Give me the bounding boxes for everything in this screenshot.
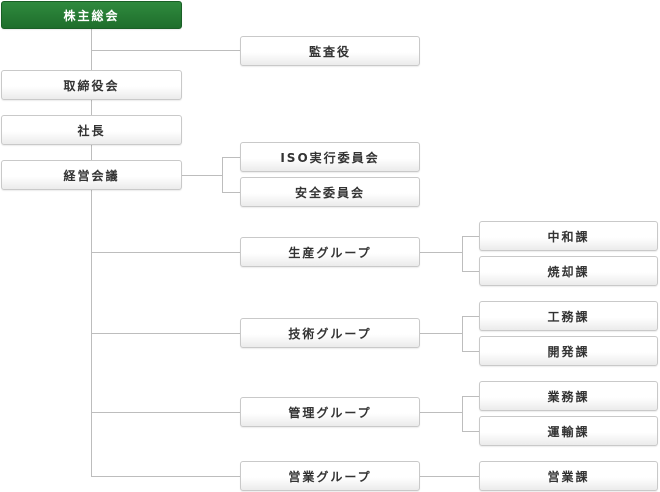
connector-line xyxy=(91,476,240,477)
node-sales-group: 営業グループ xyxy=(240,461,420,491)
connector-line xyxy=(222,192,240,193)
connector-line xyxy=(91,100,92,115)
node-neutralization: 中和課 xyxy=(479,221,658,251)
connector-line xyxy=(222,157,223,193)
connector-line xyxy=(91,50,240,51)
connector-line xyxy=(91,145,92,160)
node-technology-group: 技術グループ xyxy=(240,318,420,348)
connector-line xyxy=(420,476,479,477)
connector-line xyxy=(420,412,462,413)
connector-line xyxy=(420,333,462,334)
node-incineration: 焼却課 xyxy=(479,256,658,286)
connector-line xyxy=(462,396,463,432)
node-admin-group: 管理グループ xyxy=(240,397,420,427)
connector-line xyxy=(462,431,479,432)
connector-line xyxy=(462,351,479,352)
connector-line xyxy=(91,252,240,253)
connector-line xyxy=(420,252,462,253)
node-development: 開発課 xyxy=(479,336,658,366)
connector-line xyxy=(462,271,479,272)
node-auditor: 監査役 xyxy=(240,36,420,66)
connector-line xyxy=(182,175,222,176)
connector-line xyxy=(462,236,479,237)
node-management-meeting: 経営会議 xyxy=(1,160,182,190)
node-shareholders-meeting: 株主総会 xyxy=(1,1,182,29)
connector-line xyxy=(462,316,479,317)
node-sales: 営業課 xyxy=(479,461,658,491)
node-iso-committee: ISO実行委員会 xyxy=(240,142,420,172)
connector-line xyxy=(462,316,463,352)
node-transport: 運輸課 xyxy=(479,416,658,446)
node-safety-committee: 安全委員会 xyxy=(240,177,420,207)
connector-line xyxy=(91,412,240,413)
node-construction: 工務課 xyxy=(479,301,658,331)
node-operations: 業務課 xyxy=(479,381,658,411)
connector-line xyxy=(91,333,240,334)
node-board: 取締役会 xyxy=(1,70,182,100)
connector-line xyxy=(91,29,92,70)
node-president: 社長 xyxy=(1,115,182,145)
connector-line xyxy=(462,236,463,272)
connector-line xyxy=(462,396,479,397)
node-production-group: 生産グループ xyxy=(240,237,420,267)
connector-line xyxy=(222,157,240,158)
